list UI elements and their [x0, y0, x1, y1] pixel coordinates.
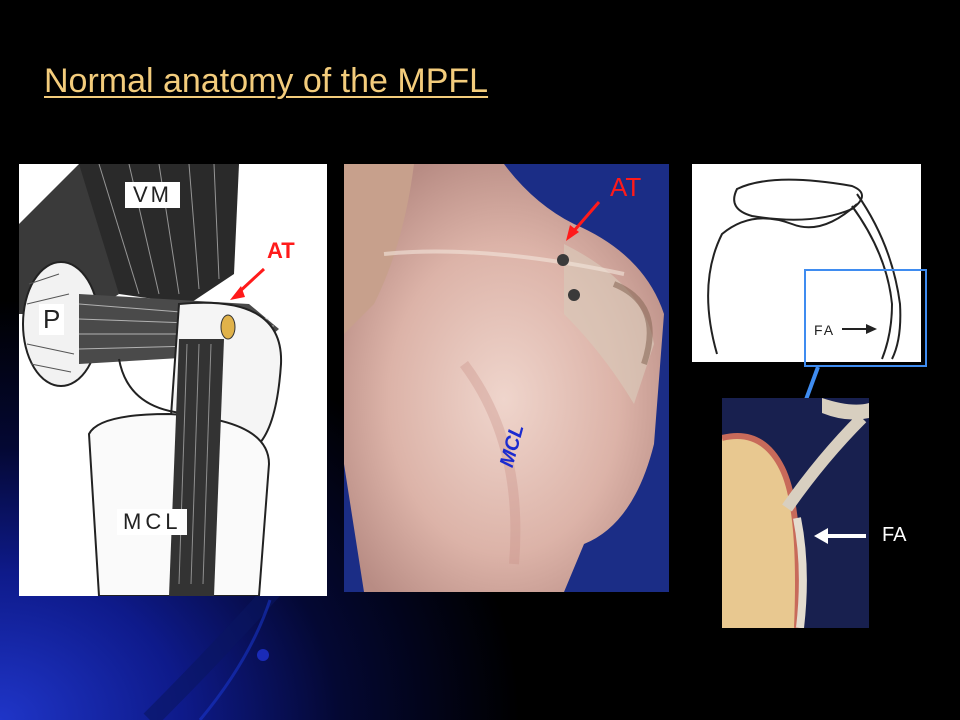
- callout-box: [804, 269, 927, 367]
- mpfl-line-diagram: FA: [692, 164, 921, 362]
- photo-label-at: AT: [610, 172, 642, 202]
- fa-arrow-icon: [814, 528, 866, 544]
- label-mcl: MCL: [117, 509, 188, 535]
- slide-title: Normal anatomy of the MPFL: [44, 62, 489, 100]
- diagram-label-fa: FA: [814, 322, 836, 338]
- fascia-closeup-photo: [722, 398, 869, 628]
- label-p: P: [39, 304, 65, 335]
- knee-anatomy-drawing: VM P MCL AT: [19, 164, 327, 596]
- cadaver-photo: AT MCL: [344, 164, 669, 592]
- photo-label-fa: FA: [882, 524, 907, 546]
- label-at: AT: [267, 238, 295, 263]
- label-vm: VM: [125, 182, 180, 208]
